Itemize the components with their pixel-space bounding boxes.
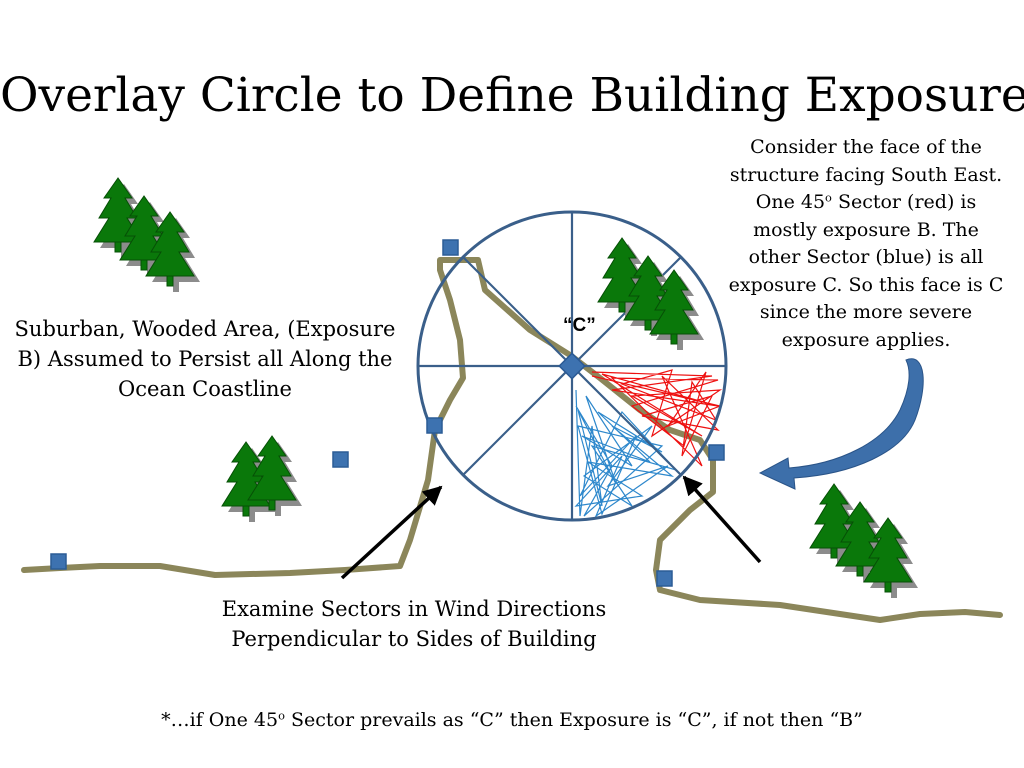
pine-tree-icon (247, 435, 297, 511)
overlay-circle (416, 210, 728, 522)
footnote-text-part: Sector prevails as “C” then Exposure is … (284, 709, 863, 731)
square-marker-icon (708, 444, 725, 461)
footnote: *…if One 45o Sector prevails as “C” then… (0, 706, 1024, 734)
note-text-part: Sector (red) is mostly exposure B. The o… (728, 191, 1004, 351)
curved-arrow-icon (758, 358, 924, 490)
square-marker-icon (656, 570, 673, 587)
slide-title: Overlay Circle to Define Building Exposu… (0, 68, 1024, 123)
building-marker (558, 352, 586, 380)
square-marker-icon (332, 451, 349, 468)
square-marker-icon (426, 417, 443, 434)
southeast-face-note: Consider the face of the structure facin… (728, 134, 1004, 354)
examine-sectors-note: Examine Sectors in Wind Directions Perpe… (221, 597, 607, 651)
degree-superscript: o (278, 708, 285, 723)
wooded-area-note: Suburban, Wooded Area, (Exposure B) Assu… (14, 317, 396, 401)
red-sector-scribble (591, 369, 723, 467)
tree-cluster-top-left (93, 177, 200, 292)
blue-sector-scribble (574, 389, 678, 518)
tree-cluster-right (809, 483, 918, 598)
coastline (21, 257, 1003, 623)
arrow-to-left-sector (340, 485, 443, 580)
arrow-to-right-sector (682, 475, 762, 564)
square-marker-icon (442, 239, 459, 256)
exposure-c-label: “C” (563, 315, 596, 336)
footnote-text-part: *…if One 45 (161, 709, 279, 731)
degree-superscript: o (825, 190, 832, 205)
site-markers (50, 239, 725, 587)
square-marker-icon (50, 553, 67, 570)
tree-cluster-in-circle (597, 237, 704, 350)
note-text-part: Consider the face of the structure facin… (729, 136, 1003, 213)
tree-cluster-left (221, 435, 302, 522)
